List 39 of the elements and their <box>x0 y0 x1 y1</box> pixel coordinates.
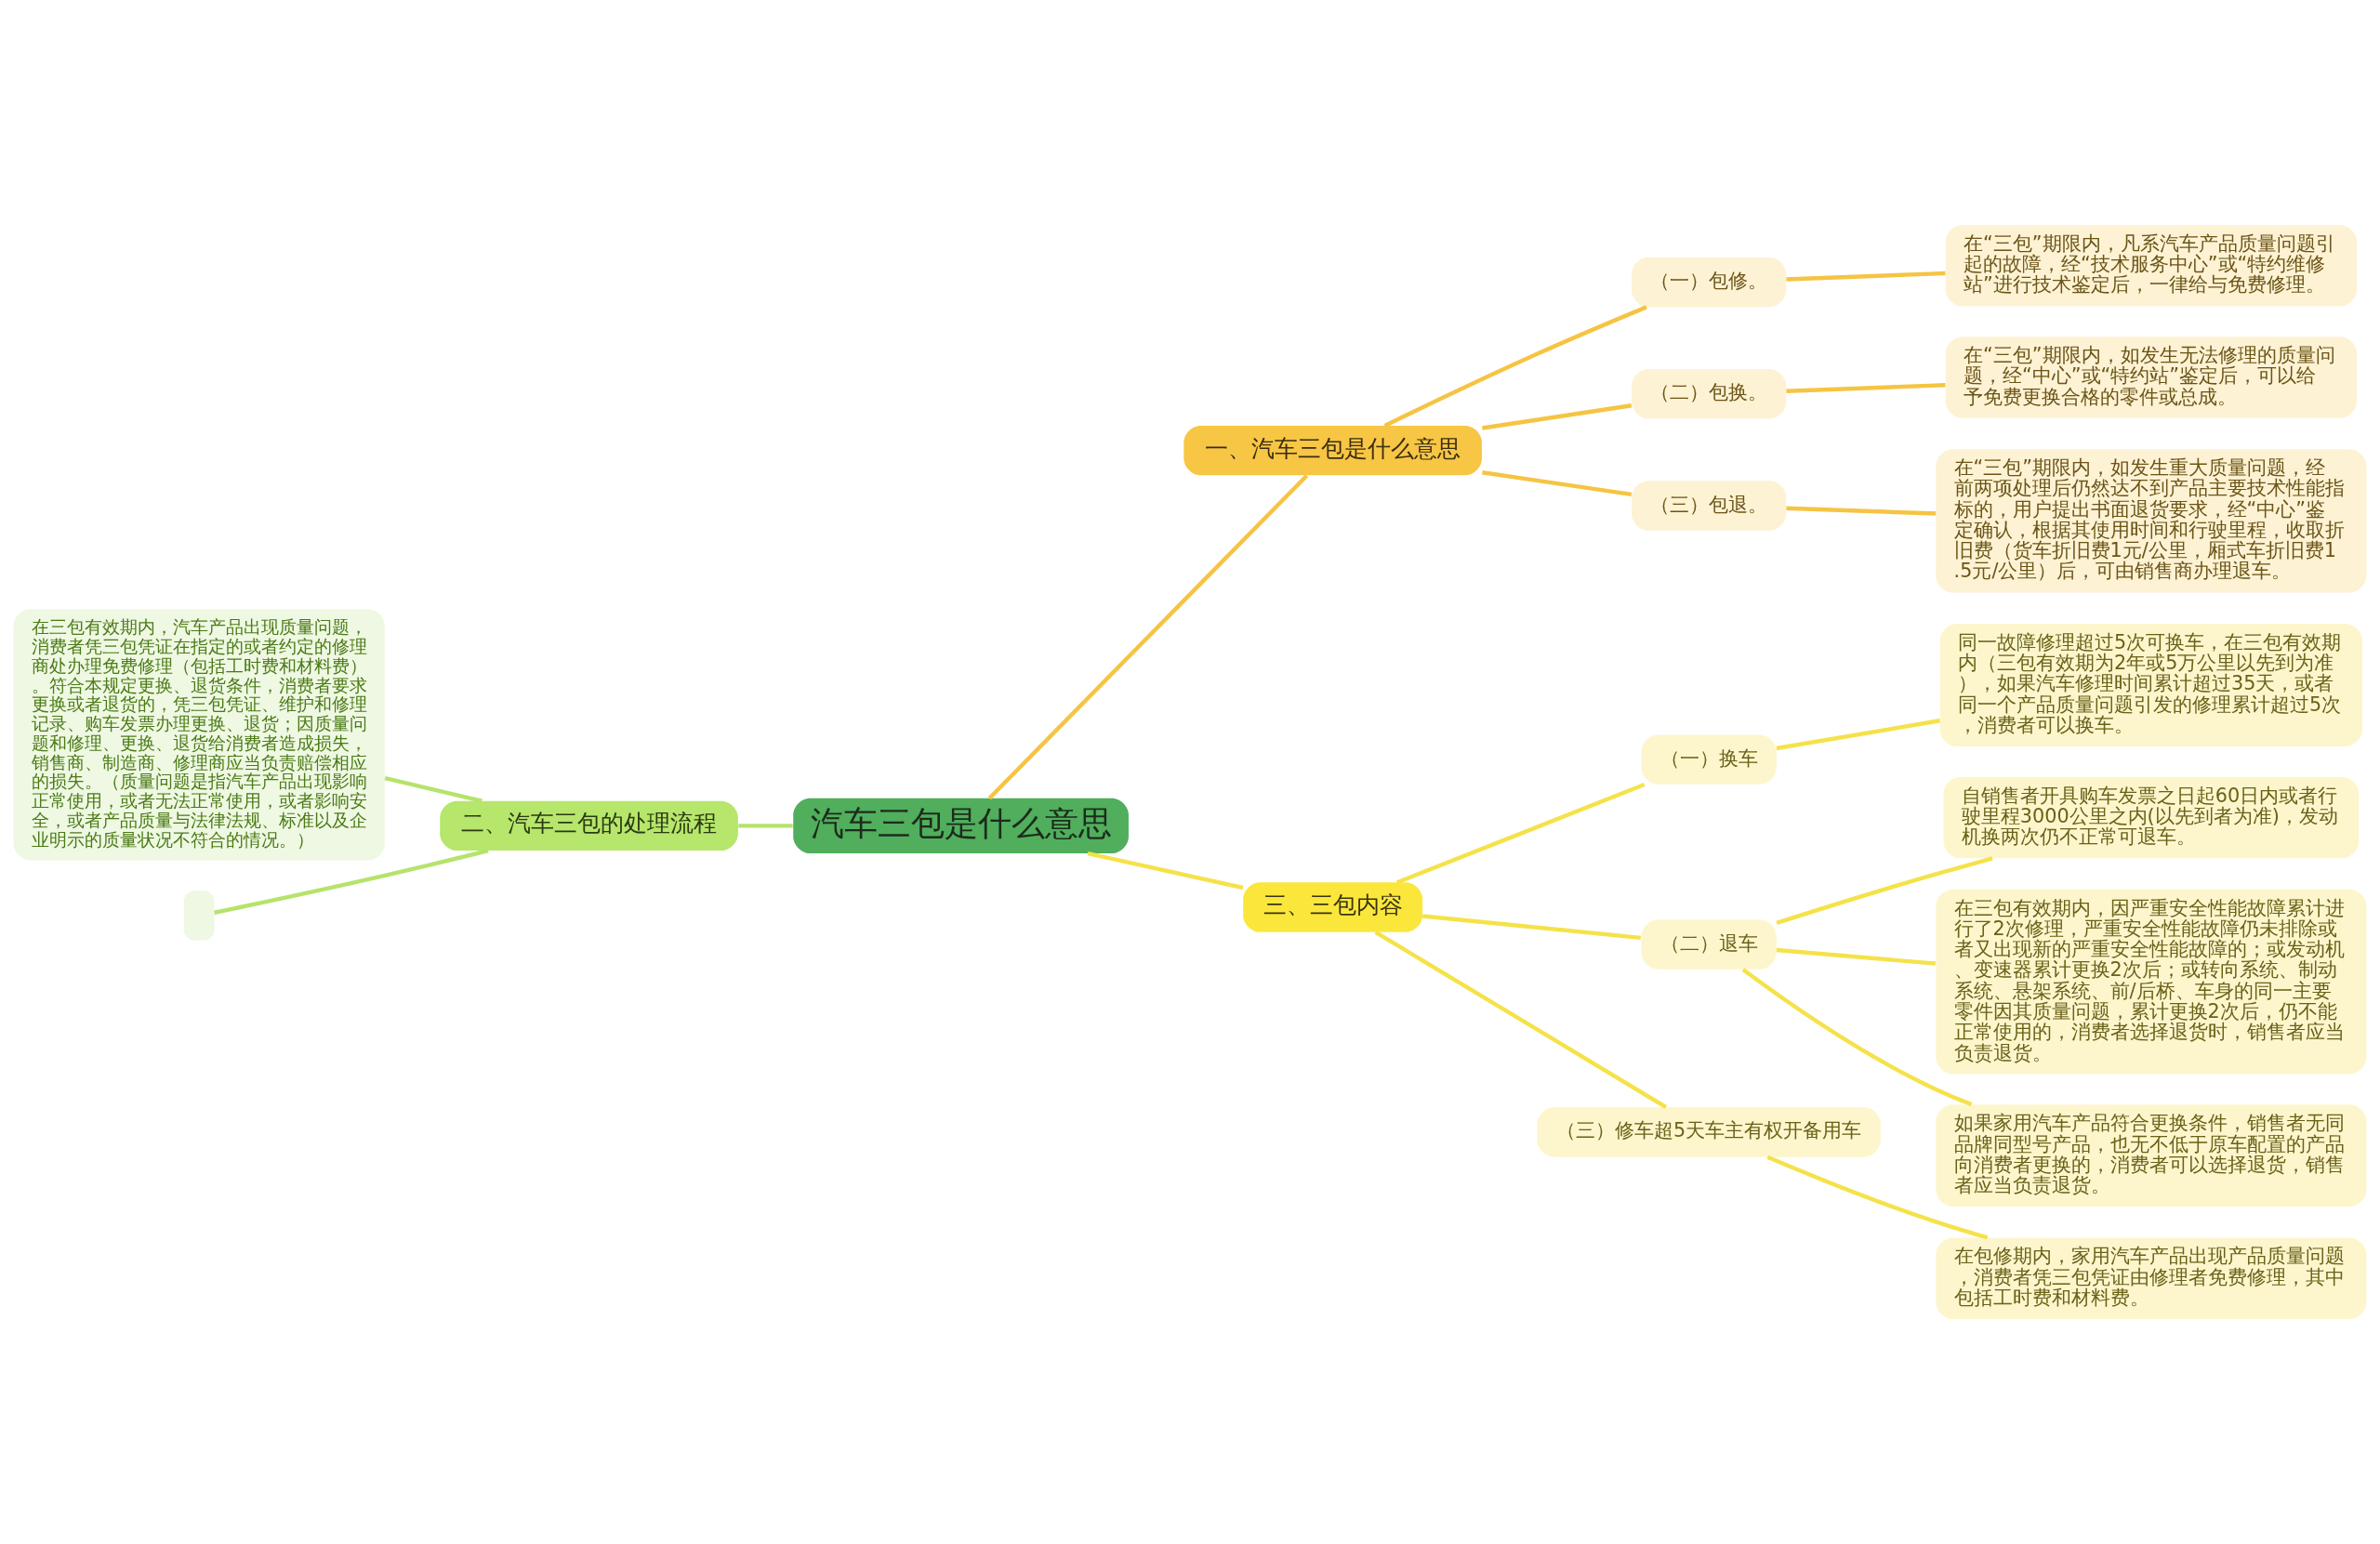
connector <box>1087 851 1244 891</box>
node-box: 自销售者开具购车发票之日起60日内或者行驶里程3000公里之内(以先到者为准)，发动机换两次仍不正常可退车。 <box>1943 776 2360 859</box>
connector <box>1786 271 1946 282</box>
connector <box>214 849 489 915</box>
connector <box>1786 506 1937 516</box>
node-box: 在“三包”期限内，如发生无法修理的质量问题，经“中心”或“特约站”鉴定后，可以给予免费更换合格的零件或总成。 <box>1945 337 2358 418</box>
node-box: （三）包退。 <box>1632 481 1787 531</box>
connector <box>738 824 793 828</box>
connector <box>1776 947 1937 966</box>
node-box: （二）退车 <box>1641 919 1777 970</box>
node-box: （一）包修。 <box>1632 257 1787 308</box>
connector <box>384 775 483 803</box>
node-box: （一）换车 <box>1641 734 1777 785</box>
node-box: 二、汽车三包的处理流程 <box>440 800 738 851</box>
node-box <box>183 891 215 941</box>
node-box: （三）修车超5天车主有权开备用车 <box>1537 1107 1881 1157</box>
connector <box>1741 968 1973 1107</box>
connector <box>1766 1155 1989 1240</box>
connector <box>1383 305 1647 428</box>
node-box: 汽车三包是什么意思 <box>793 798 1129 854</box>
connector <box>987 474 1309 800</box>
node-box: 同一故障修理超过5次可换车，在三包有效期内（三包有效期为2年或5万公里以先到为准），如果汽车修理时间累计超过35天，或者同一个产品质量问题引发的修理累计超过5次，消费者可以换车。 <box>1939 623 2362 747</box>
connector <box>1786 383 1946 393</box>
node-box: 如果家用汽车产品符合更换条件，销售者无同品牌同型号产品，也无不低于原车配置的产品向消费者更换的，消费者可以选择退货，销售者应当负责退货。 <box>1936 1104 2367 1207</box>
node-box: 三、三包内容 <box>1243 882 1423 932</box>
connector <box>1395 782 1646 885</box>
connector <box>1422 914 1641 941</box>
node-box: （二）包换。 <box>1632 369 1787 419</box>
connector <box>1482 403 1633 430</box>
connector <box>1374 930 1668 1109</box>
connector <box>1482 470 1633 497</box>
node-box: 在包修期内，家用汽车产品出现产品质量问题，消费者凭三包凭证由修理者免费修理，其中包括工时费和材料费。 <box>1936 1237 2367 1320</box>
connector <box>1776 856 1993 925</box>
node-box: 在“三包”期限内，凡系汽车产品质量问题引起的故障，经“技术服务中心”或“特约维修站”进行技术鉴定后，一律给与免费修理。 <box>1945 224 2358 307</box>
connector <box>1776 719 1940 751</box>
node-box: 在“三包”期限内，如发生重大质量问题，经前两项处理后仍然达不到产品主要技术性能指标的，用户提出书面退货要求，经“中心”鉴定确认，根据其使用时间和行驶里程，收取折旧费（货车折旧费1元/公里，厢式车折旧费1.5元/公里）后，可由销售商办理退车。 <box>1936 449 2367 593</box>
node-box: 一、汽车三包是什么意思 <box>1183 425 1482 476</box>
node-box: 在三包有效期内，汽车产品出现质量问题，消费者凭三包凭证在指定的或者约定的修理商处办理免费修理（包括工时费和材料费）。符合本规定更换、退货条件，消费者要求更换或者退货的，凭三包凭证、维护和修理记录、购车发票办理更换、退货；因质量问题和修理、更换、退货给消费者造成损失，销售商、制造商、修理商应当负责赔偿相应的损失。（质量问题是指汽车产品出现影响正常使用，或者无法正常使用，或者影响安全，或者产品质量与法律法规、标准以及企业明示的质量状况不符合的情况。） <box>13 609 385 861</box>
node-box: 在三包有效期内，因严重安全性能故障累计进行了2次修理，严重安全性能故障仍未排除或者又出现新的严重安全性能故障的；或发动机、变速器累计更换2次后；或转向系统、制动系统、悬架系统、前/后桥、车身的同一主要零件因其质量问题，累计更换2次后，仍不能正常使用的，消费者选择退货时，销售者应当负责退货。 <box>1936 889 2367 1075</box>
